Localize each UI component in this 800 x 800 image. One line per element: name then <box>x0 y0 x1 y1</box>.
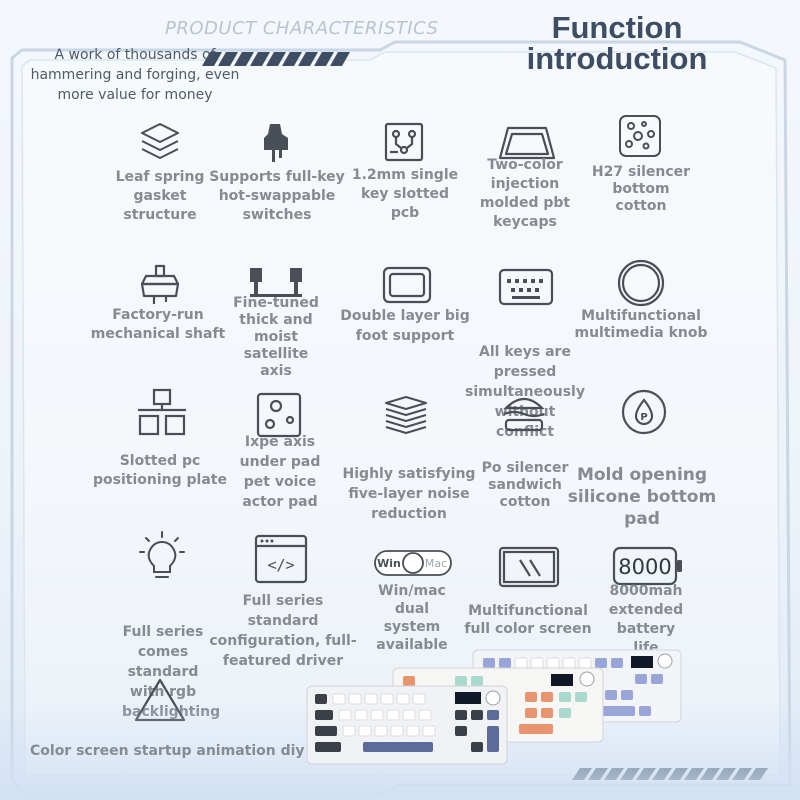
sandwich-icon <box>500 394 548 434</box>
feature-winmac: Win/mac dual system available <box>376 583 448 653</box>
keyboard-icon <box>498 268 554 306</box>
screen-icon <box>498 546 560 590</box>
keyboard-illustration <box>306 649 682 765</box>
feature-knob: Multifunctional multimedia knob <box>574 308 708 341</box>
feature-h27: H27 silencer bottom cotton <box>591 164 691 214</box>
feature-ixpe: Ixpe axis under pad pet voice actor pad <box>239 434 321 510</box>
noise-layers-icon <box>382 394 430 434</box>
feature-hot-swap: Supports full-key hot-swappable switches <box>209 169 345 223</box>
lightbulb-icon <box>138 530 186 582</box>
battery-icon: 8000 <box>612 546 684 586</box>
svg-text:</>: </> <box>267 556 294 574</box>
feature-satellite: Fine-tuned thick and moist satellite axi… <box>233 295 319 379</box>
win-mac-toggle-icon: Win Mac <box>374 550 452 576</box>
feature-mold-opening: Mold opening silicone bottom pad <box>567 465 717 529</box>
feature-leaf-spring: Leaf spring gasket structure <box>115 169 205 223</box>
positioning-plate-icon <box>136 388 188 438</box>
feature-pcb: 1.2mm single key slotted pcb <box>351 167 459 221</box>
mechanical-shaft-icon <box>138 264 182 306</box>
title-line-2: introduction <box>526 41 708 76</box>
silicone-pad-icon: P <box>620 388 668 436</box>
code-window-icon: </> <box>254 534 308 584</box>
satellite-axis-icon <box>246 266 308 302</box>
feature-po-silencer: Po silencer sandwich cotton <box>481 460 569 510</box>
page-title: Function introduction <box>517 12 717 74</box>
layers-icon <box>138 120 182 164</box>
svg-text:P: P <box>640 412 647 423</box>
cotton-icon <box>618 114 662 158</box>
battery-value-text: 8000 <box>618 555 671 579</box>
feature-big-foot: Double layer big foot support <box>340 308 470 344</box>
feature-slotted-pc: Slotted pc positioning plate <box>93 453 227 488</box>
title-line-1: Function <box>551 10 683 45</box>
header-label: PRODUCT CHARACTERISTICS <box>165 18 439 39</box>
feature-battery: 8000mah extended battery life <box>608 583 684 656</box>
keyboard-black <box>306 685 508 765</box>
pcb-icon <box>384 122 424 162</box>
big-foot-icon <box>382 266 432 306</box>
feature-animation: Color screen startup animation diy <box>30 743 305 759</box>
top-stripes <box>202 52 350 66</box>
feature-keycaps: Two-color injection molded pbt keycaps <box>479 157 571 230</box>
toggle-mac-text: Mac <box>425 557 447 570</box>
feature-screen: Multifunctional full color screen <box>464 603 592 637</box>
switch-icon <box>258 120 294 164</box>
toggle-win-text: Win <box>377 557 401 570</box>
keycap-icon <box>498 124 556 162</box>
feature-factory-shaft: Factory-run mechanical shaft <box>90 307 226 342</box>
ixpe-pad-icon <box>256 392 302 438</box>
tagline: A work of thousands of hammering and for… <box>30 47 240 103</box>
knob-icon <box>616 258 666 308</box>
feature-five-layer: Highly satisfying five-layer noise reduc… <box>342 466 476 522</box>
feature-driver: Full series standard configuration, full… <box>209 593 357 669</box>
